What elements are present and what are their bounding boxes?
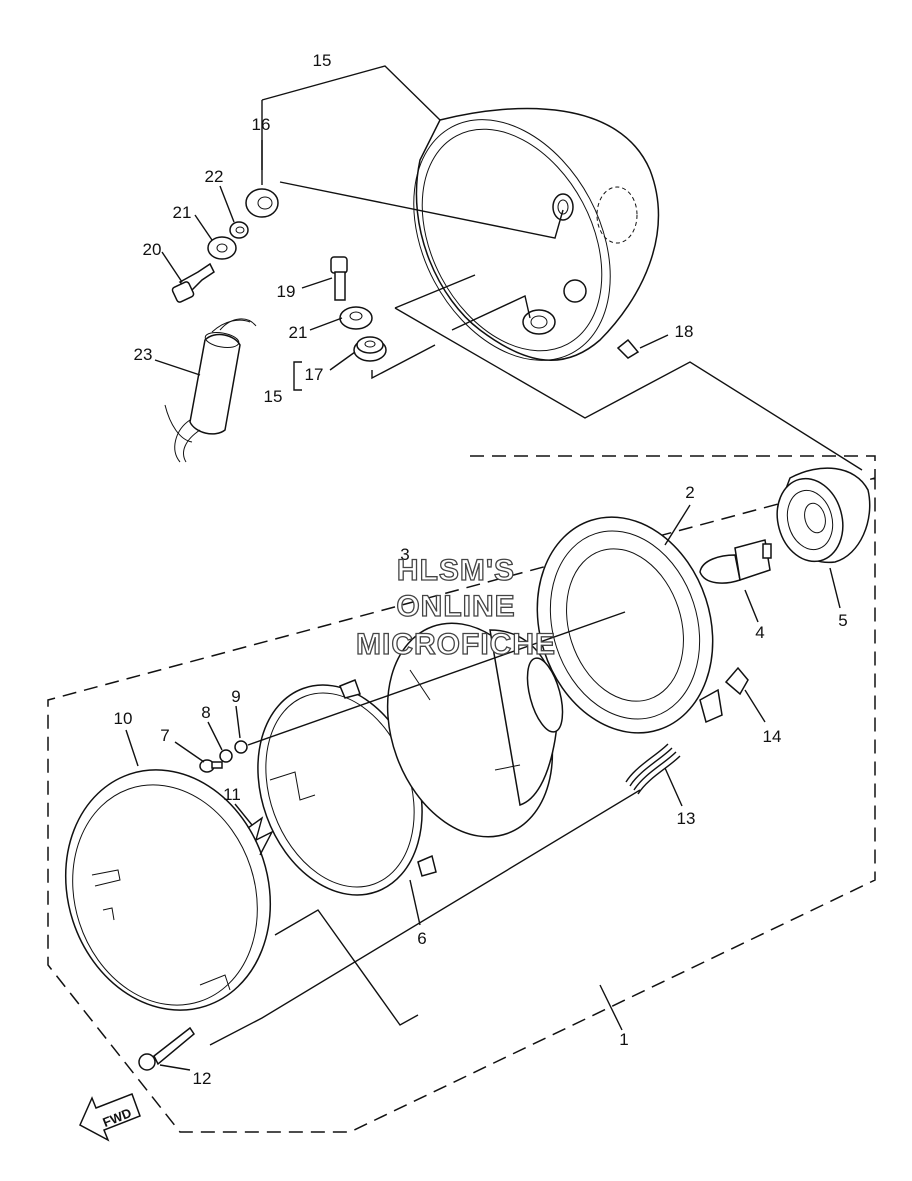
- label-2: 2: [685, 483, 694, 502]
- screw-18: [616, 338, 640, 359]
- label-8: 8: [201, 703, 210, 722]
- label-11: 11: [223, 785, 241, 804]
- leader-13-to-rim: [209, 789, 641, 1046]
- label-1: 1: [619, 1030, 628, 1049]
- leader-15-top: [261, 65, 441, 121]
- label-17: 17: [305, 365, 324, 384]
- label-15-bottom: 15: [264, 387, 283, 406]
- label-5: 5: [838, 611, 847, 630]
- label-21-left: 21: [173, 203, 192, 222]
- label-18: 18: [675, 322, 694, 341]
- leader-12: [159, 1064, 191, 1071]
- socket-cover-5: [776, 467, 871, 564]
- leader-9-to-beam: [247, 611, 626, 746]
- leader-housing-mount: [394, 274, 476, 309]
- washer-21-left: [207, 236, 237, 260]
- leader-6: [409, 879, 421, 926]
- grommet-16: [245, 188, 279, 218]
- screw-7: [199, 759, 223, 773]
- leader-10: [125, 729, 139, 767]
- clip-14: [724, 666, 749, 696]
- leader-5: [829, 567, 841, 609]
- label-4: 4: [755, 623, 764, 642]
- label-19: 19: [277, 282, 296, 301]
- label-10: 10: [114, 709, 133, 728]
- lamp-unit-2: [536, 516, 723, 734]
- washer-21-mid: [339, 306, 373, 330]
- fwd-arrow-icon: FWD: [79, 1093, 141, 1142]
- label-16: 16: [252, 115, 271, 134]
- spring-clip-11: [247, 816, 274, 856]
- screw-12: [138, 1026, 195, 1071]
- leader-7: [174, 741, 205, 763]
- bolt-20: [171, 262, 215, 303]
- leader-19: [301, 277, 333, 289]
- label-14: 14: [763, 727, 782, 746]
- headlight-housing-shell: [413, 107, 659, 361]
- wire-harness-23: [164, 318, 257, 463]
- leader-23: [154, 359, 201, 376]
- label-22: 22: [205, 167, 224, 186]
- mounting-ring-6: [257, 679, 437, 896]
- assembly-dashed-outline: [47, 455, 876, 1133]
- bolt-19: [330, 256, 348, 301]
- leader-8: [207, 721, 223, 751]
- label-23: 23: [134, 345, 153, 364]
- leader-20: [161, 251, 183, 283]
- label-12: 12: [193, 1069, 212, 1088]
- leader-housing-to-assembly: [394, 307, 863, 471]
- leader-21-left: [194, 214, 213, 241]
- leader-13: [664, 767, 683, 807]
- label-9: 9: [231, 687, 240, 706]
- bulb-4: [699, 539, 772, 584]
- washer-8: [219, 749, 233, 763]
- leader-16-to-housing: [279, 181, 564, 239]
- leader-9: [235, 705, 241, 739]
- label-20: 20: [143, 240, 162, 259]
- spring-13: [625, 743, 681, 795]
- headlight-rim-10: [64, 769, 272, 1011]
- leader-11: [234, 803, 253, 826]
- watermark-line-3: MICROFICHE: [356, 628, 556, 661]
- leader-assembly-bottom: [274, 909, 419, 1026]
- oring-9: [234, 740, 248, 754]
- watermark-line-2: ONLINE: [396, 590, 515, 623]
- label-3: 3: [400, 545, 409, 564]
- watermark-line-1: HLSM'S: [397, 554, 515, 587]
- label-7: 7: [160, 726, 169, 745]
- leader-18: [639, 334, 669, 349]
- bracket-15: [293, 361, 302, 391]
- label-6: 6: [417, 929, 426, 948]
- sealed-beam-3: [386, 622, 564, 838]
- leader-14: [744, 689, 766, 723]
- leader-housing-lower: [451, 294, 531, 331]
- label-13: 13: [677, 809, 696, 828]
- leader-17-bottom: [371, 344, 436, 380]
- collar-22: [229, 221, 249, 239]
- grommet-17: [353, 336, 387, 362]
- leader-21-mid: [309, 317, 343, 331]
- leader-1: [599, 984, 623, 1031]
- leader-2: [664, 504, 691, 546]
- leader-4: [744, 589, 759, 623]
- leader-17: [329, 351, 356, 371]
- label-15-top: 15: [313, 51, 332, 70]
- label-21-mid: 21: [289, 323, 308, 342]
- leader-22: [219, 185, 235, 223]
